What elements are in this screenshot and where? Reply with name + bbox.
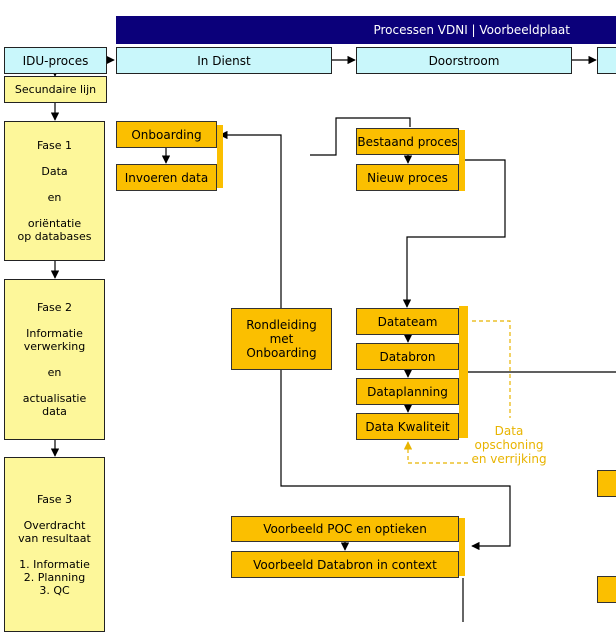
annotation-opschoning: Data opschoning en verrijking bbox=[466, 424, 552, 466]
phase-3-line: 1. Informatie bbox=[19, 557, 90, 571]
phase-2-title: Fase 2 bbox=[36, 301, 73, 314]
phase-2-line: actualisatie bbox=[22, 392, 87, 405]
lane-in-dienst-label: In Dienst bbox=[197, 53, 251, 68]
step-voorbeeld-poc: Voorbeeld POC en optieken bbox=[231, 516, 459, 542]
phase-2-line: Informatie bbox=[26, 327, 83, 340]
arrow-rondleiding-to-poc bbox=[280, 370, 511, 551]
lane-idu-proces: IDU-proces bbox=[4, 47, 107, 74]
step-dataplanning-label: Dataplanning bbox=[367, 384, 448, 399]
step-databron-context-label: Voorbeeld Databron in context bbox=[253, 557, 437, 572]
step-voorbeeld-databron-context: Voorbeeld Databron in context bbox=[231, 551, 459, 578]
arrow-rondleiding-to-onboarding bbox=[219, 130, 282, 308]
step-kwaliteit-label: Data Kwaliteit bbox=[365, 419, 450, 434]
secundaire-lijn-box: Secundaire lijn bbox=[4, 76, 107, 103]
phase-2-line: data bbox=[42, 405, 67, 418]
phase-1-line: oriëntatie bbox=[27, 217, 82, 230]
phase-3-title: Fase 3 bbox=[36, 492, 73, 506]
phase-2-line: en bbox=[47, 366, 62, 379]
phase-2-line: verwerking bbox=[23, 340, 86, 353]
lane-in-dienst: In Dienst bbox=[116, 47, 332, 74]
step-bestaand-label: Bestaand proces bbox=[357, 134, 458, 149]
step-databron-label: Databron bbox=[379, 349, 436, 364]
annotation-line: en verrijking bbox=[471, 452, 547, 466]
step-dataplanning: Dataplanning bbox=[356, 378, 459, 405]
lane-doorstroom: Doorstroom bbox=[356, 47, 572, 74]
dashed-loop-top bbox=[472, 320, 511, 418]
lane-idu-label: IDU-proces bbox=[22, 53, 89, 68]
phase-1-title: Fase 1 bbox=[36, 139, 73, 152]
bracket-bar-voorbeeld bbox=[459, 518, 465, 576]
phase-3-line: 2. Planning bbox=[23, 570, 86, 584]
diagram-banner: Processen VDNI | Voorbeeldplaat bbox=[116, 16, 616, 44]
arrow-link-bestaand-onboarding bbox=[310, 117, 411, 156]
bracket-bar-data bbox=[459, 306, 468, 438]
step-onboarding: Onboarding bbox=[116, 121, 217, 148]
bracket-bar-proces bbox=[459, 130, 465, 191]
step-rondleiding-line: met bbox=[269, 332, 294, 346]
partial-step-right-1 bbox=[597, 470, 616, 497]
step-datateam-label: Datateam bbox=[377, 314, 438, 329]
arrow-nieuw-to-datateam bbox=[402, 159, 506, 308]
phase-1-box: Fase 1 Data en oriëntatie op databases bbox=[4, 121, 105, 261]
phase-3-line: Overdracht bbox=[23, 518, 86, 532]
step-onboarding-label: Onboarding bbox=[131, 127, 202, 142]
annotation-line: opschoning bbox=[474, 438, 544, 452]
phase-3-box: Fase 3 Overdracht van resultaat 1. Infor… bbox=[4, 457, 105, 632]
step-bestaand-proces: Bestaand proces bbox=[356, 128, 459, 155]
banner-title: Processen VDNI | Voorbeeldplaat bbox=[373, 23, 570, 37]
step-rondleiding-line: Rondleiding bbox=[246, 318, 317, 332]
phase-1-line: Data bbox=[41, 165, 68, 178]
step-invoeren-label: Invoeren data bbox=[124, 170, 209, 185]
phase-1-line: op databases bbox=[17, 230, 92, 243]
dashed-loop-bottom bbox=[403, 441, 468, 464]
step-nieuw-label: Nieuw proces bbox=[367, 170, 448, 185]
bracket-bar-onboarding bbox=[217, 125, 223, 188]
secundaire-label: Secundaire lijn bbox=[14, 83, 97, 96]
step-poc-label: Voorbeeld POC en optieken bbox=[263, 522, 427, 536]
phase-2-box: Fase 2 Informatie verwerking en actualis… bbox=[4, 279, 105, 440]
partial-step-right-2 bbox=[597, 576, 616, 603]
phase-3-line: van resultaat bbox=[18, 531, 91, 545]
lane-doorstroom-label: Doorstroom bbox=[428, 53, 500, 68]
step-data-kwaliteit: Data Kwaliteit bbox=[356, 413, 459, 440]
step-datateam: Datateam bbox=[356, 308, 459, 335]
lane-next-partial bbox=[597, 47, 616, 74]
step-invoeren-data: Invoeren data bbox=[116, 164, 217, 191]
step-rondleiding-line: Onboarding bbox=[246, 346, 317, 360]
phase-3-line: 3. QC bbox=[39, 583, 70, 597]
step-databron: Databron bbox=[356, 343, 459, 370]
step-rondleiding: Rondleiding met Onboarding bbox=[231, 308, 332, 370]
annotation-line: Data bbox=[494, 424, 524, 438]
step-nieuw-proces: Nieuw proces bbox=[356, 164, 459, 191]
phase-1-line: en bbox=[47, 191, 62, 204]
